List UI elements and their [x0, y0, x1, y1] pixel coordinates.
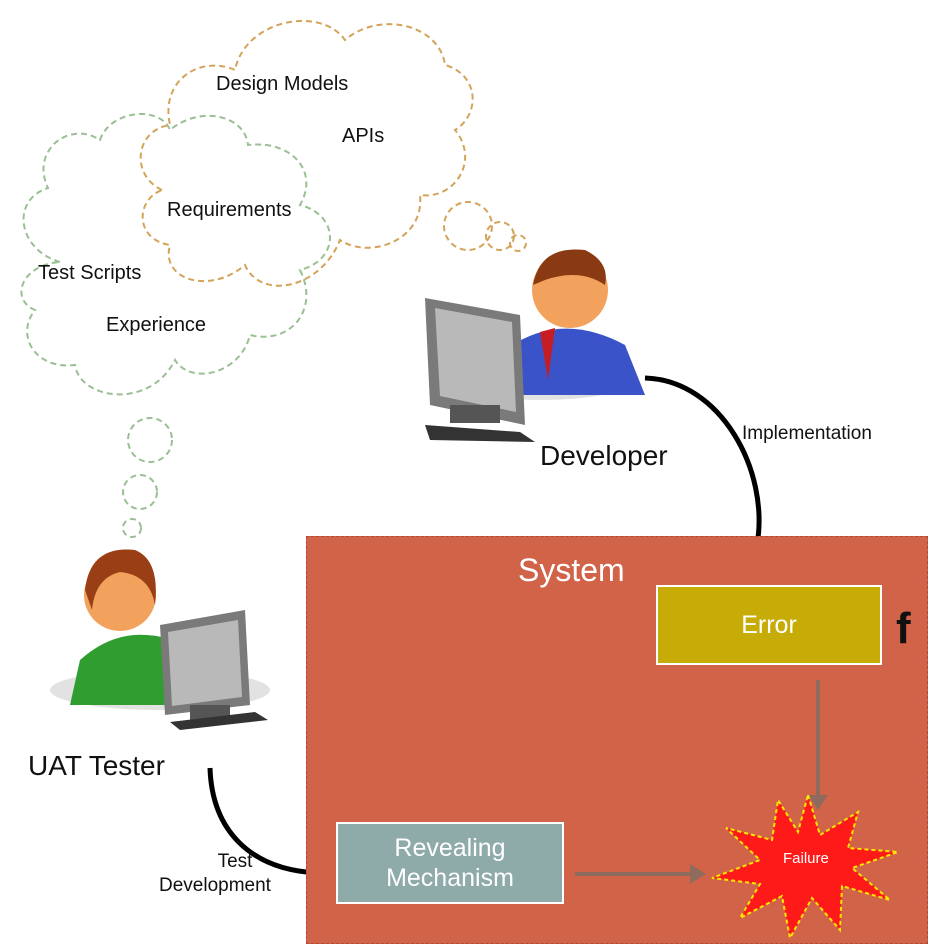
- error-label: Error: [741, 610, 797, 639]
- tester-label: UAT Tester: [28, 750, 165, 781]
- failure-burst-icon: [711, 791, 899, 941]
- test-development-label: Test Development: [135, 850, 295, 898]
- revealing-to-failure-arrow: [575, 864, 706, 884]
- failure-label: Failure: [783, 850, 829, 867]
- test-development-line1: Test: [217, 851, 253, 872]
- thought-experience: Experience: [106, 314, 207, 336]
- tester-icon: [50, 549, 270, 730]
- thought-design-models: Design Models: [216, 73, 349, 95]
- thought-requirements: Requirements: [167, 199, 292, 221]
- developer-icon: [425, 249, 645, 442]
- revealing-mechanism-box: Revealing Mechanism: [336, 822, 564, 904]
- revealing-label-line1: Revealing: [394, 834, 506, 862]
- thought-apis: APIs: [342, 125, 385, 147]
- developer-label: Developer: [540, 440, 668, 471]
- thought-test-scripts: Test Scripts: [38, 262, 142, 284]
- test-development-line2: Development: [159, 874, 271, 896]
- error-to-failure-arrow: [808, 680, 828, 810]
- system-title: System: [518, 552, 625, 588]
- developer-thought-cloud: [139, 19, 527, 287]
- stray-glyph: f: [896, 604, 911, 653]
- revealing-label-line2: Mechanism: [386, 864, 514, 892]
- tester-thought-cloud: [20, 113, 331, 538]
- implementation-label: Implementation: [742, 423, 872, 444]
- error-box: Error: [656, 585, 882, 665]
